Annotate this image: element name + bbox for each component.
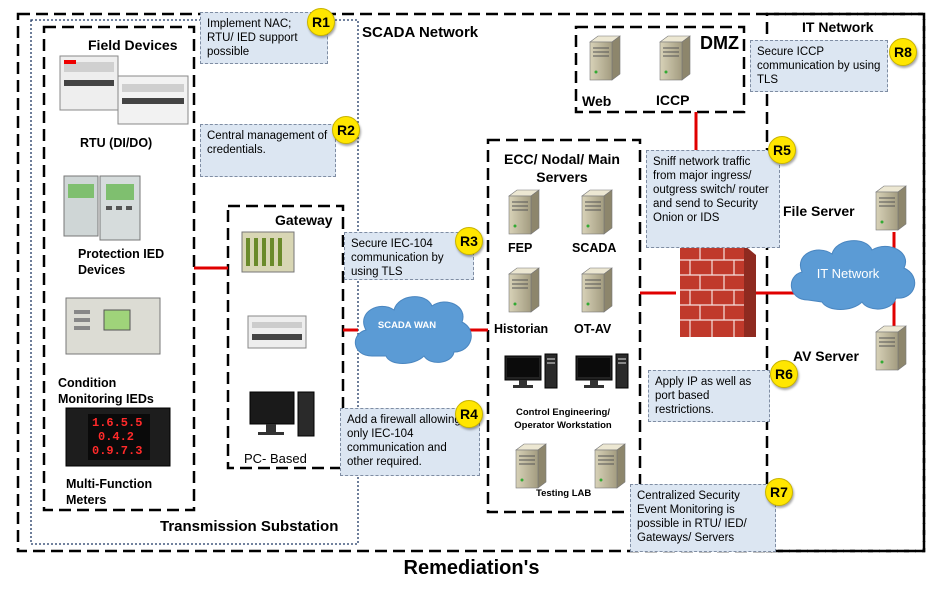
server-scada (581, 189, 613, 235)
ecc-boundary (486, 138, 642, 514)
field-devices-label: Field Devices (88, 37, 178, 53)
remediation-note-r2: Central management of credentials. (200, 124, 336, 177)
scada-network-label: SCADA Network (362, 24, 479, 41)
remediation-note-r8: Secure ICCP communication by using TLS (750, 40, 888, 92)
remediation-badge-r6: R6 (770, 360, 798, 388)
file-server-label: File Server (783, 203, 855, 219)
gateway-device-2 (247, 315, 307, 349)
ot-av-label: OT-AV (574, 322, 612, 336)
server-web (589, 35, 621, 81)
firewall (680, 245, 756, 337)
protection-ied-image (63, 175, 141, 241)
remediation-badge-r7: R7 (765, 478, 793, 506)
historian-label: Historian (494, 322, 549, 336)
remediation-badge-r8: R8 (889, 38, 917, 66)
remediation-badge-r3: R3 (455, 227, 483, 255)
dmz-label: DMZ (700, 33, 739, 53)
protection-ied-label: Protection IED Devices (78, 247, 165, 277)
remediation-badge-r5: R5 (768, 136, 796, 164)
rtu-device-image (59, 55, 189, 125)
condition-monitoring-image (65, 297, 161, 355)
pc-based-gateway (249, 391, 315, 437)
server-iccp (659, 35, 691, 81)
it-network-cloud (791, 240, 916, 310)
workstation-2 (575, 353, 629, 389)
it-network-boundary (765, 12, 926, 553)
multifunction-meters-label: Multi-Function Meters (66, 477, 153, 507)
server-ot-av (581, 267, 613, 313)
it-network-label: IT Network (802, 19, 874, 35)
testing-lab-label: Testing LAB (536, 488, 592, 499)
av-server-label: AV Server (793, 348, 859, 364)
server-av (875, 325, 907, 371)
gateway-boundary (226, 204, 345, 470)
field-devices-boundary (42, 25, 196, 512)
condition-monitoring-label: Condition Monitoring IEDs (58, 376, 154, 406)
remediation-badge-r2: R2 (332, 116, 360, 144)
server-fep (508, 189, 540, 235)
scada-label: SCADA (572, 241, 617, 255)
remediation-badge-r1: R1 (307, 8, 335, 36)
transmission-substation-boundary (30, 19, 359, 545)
fep-label: FEP (508, 241, 533, 255)
remediation-badge-r4: R4 (455, 400, 483, 428)
remediation-note-r3: Secure IEC-104 communication by using TL… (344, 232, 474, 280)
web-label: Web (582, 93, 612, 109)
rtu-label: RTU (DI/DO) (80, 136, 153, 150)
remediation-note-r6: Apply IP as well as port based restricti… (648, 370, 770, 422)
remediation-note-r4: Add a firewall allowing only IEC-104 com… (340, 408, 480, 476)
it-network-cloud-label: IT Network (816, 266, 880, 281)
server-historian (508, 267, 540, 313)
remediation-note-r5: Sniff network traffic from major ingress… (646, 150, 780, 248)
workstation-1 (504, 353, 558, 389)
server-testing-1 (515, 443, 547, 489)
gateway-label: Gateway (275, 212, 333, 228)
multifunction-meter-image (65, 407, 171, 467)
ecc-label: ECC/ Nodal/ Main Servers (504, 151, 620, 185)
workstation-label: Control Engineering/ Operator Workstatio… (514, 407, 612, 431)
meter-readout-2: 0.4.2 (98, 430, 134, 444)
diagram-title: Remediation's (403, 557, 540, 579)
remediation-note-r1: Implement NAC; RTU/ IED support possible (200, 12, 328, 64)
server-file (875, 185, 907, 231)
meter-readout-1: 1.6.5.5 (92, 416, 142, 430)
meter-readout-3: 0.9.7.3 (92, 444, 142, 458)
remediation-note-r7: Centralized Security Event Monitoring is… (630, 484, 776, 552)
scada-wan-label: SCADA WAN (377, 320, 437, 331)
transmission-substation-label: Transmission Substation (160, 518, 339, 535)
server-testing-2 (594, 443, 626, 489)
gateway-device-1 (241, 231, 295, 273)
pc-based-label: PC- Based (244, 451, 307, 466)
scada-wan-cloud (355, 296, 472, 364)
dmz-boundary (574, 25, 746, 114)
iccp-label: ICCP (656, 92, 690, 108)
